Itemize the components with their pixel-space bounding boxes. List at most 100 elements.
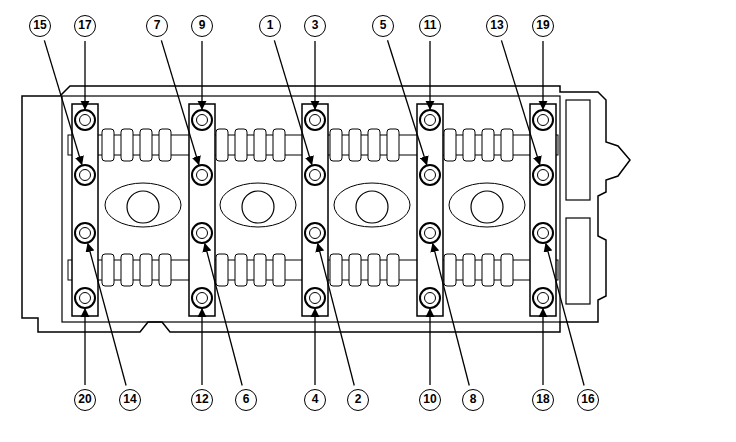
leader-line [433,244,470,386]
bearing-cap [189,104,215,316]
cam-lobe [102,129,114,161]
callout-number: 13 [486,15,508,37]
cam-housing [62,96,560,322]
cam-lobe [216,254,228,286]
cam-lobe [254,129,266,161]
bolt-washer [197,293,208,304]
bolt-head [305,288,325,308]
leader-line [314,41,315,109]
cam-lobe [482,254,494,286]
bolt-washer [80,293,91,304]
bolt-washer [310,228,321,239]
callout-number: 18 [532,389,554,411]
bearing-cap [302,104,328,316]
leader-line [542,309,543,385]
cam-lobe [330,129,342,161]
callout-number: 14 [119,389,141,411]
callout-number: 10 [419,389,441,411]
plug-boss [220,183,296,227]
bolt-head [192,223,212,243]
callout-number: 9 [191,15,213,37]
bolt-head [305,165,325,185]
bolt-washer [310,115,321,126]
cam-lobe [273,129,285,161]
leader-line [161,40,198,164]
plug-boss [105,183,181,227]
leader-line [88,244,126,386]
callout-number: 20 [74,389,96,411]
cam-lobe [387,129,399,161]
bearing-caps [72,104,556,316]
callout-number: 3 [304,15,326,37]
bolt-head [420,110,440,130]
bolt-washer [538,228,549,239]
callout-number: 7 [146,15,168,37]
bolt-head [305,223,325,243]
leader-line [205,244,242,386]
cam-lobe [140,129,152,161]
plug-hole [242,191,274,223]
cam-lobe [330,254,342,286]
bolt-head [533,110,553,130]
callout-number: 17 [74,15,96,37]
cam-lobe [159,129,171,161]
callout-number: 4 [304,389,326,411]
bolt-washer [80,228,91,239]
cam-seal-bottom [566,218,590,304]
cam-lobe [349,129,361,161]
cam-lobe [482,129,494,161]
callout-number: 6 [235,389,257,411]
leader-line [429,41,430,109]
plug-hole [127,191,159,223]
bolt-washer [197,115,208,126]
bolt-washer [538,293,549,304]
cam-lobe [368,254,380,286]
bolt-washer [310,170,321,181]
bolt-washer [425,293,436,304]
leader-line [84,309,85,385]
bolt-head [75,223,95,243]
bearing-cap [417,104,443,316]
cam-lobe [102,254,114,286]
cam-lobe [121,254,133,286]
cam-lobe [444,254,456,286]
bolt-washer [425,115,436,126]
callout-number: 15 [29,15,51,37]
bolt-washer [310,293,321,304]
bolt-washer [538,115,549,126]
bolt-head [192,288,212,308]
cam-lobe [444,129,456,161]
cam-lobe [501,129,513,161]
cam-lobe [349,254,361,286]
bolt-head [75,288,95,308]
cam-lobe [501,254,513,286]
leader-line [314,309,315,385]
cam-seal-top [566,100,590,200]
bolt-washer [425,228,436,239]
bolt-head [192,110,212,130]
cam-lobe [368,129,380,161]
cam-lobe [235,129,247,161]
bolt-washer [80,115,91,126]
plug-boss [449,183,525,227]
cam-lobe [159,254,171,286]
leader-line [546,244,584,386]
cam-lobe [463,129,475,161]
leader-line [44,40,81,164]
cam-lobe [387,254,399,286]
callout-number: 2 [347,389,369,411]
leader-line [274,40,311,164]
leader-line [429,309,430,385]
leader-lines [44,40,584,385]
leader-line [501,40,539,164]
cam-lobe [463,254,475,286]
leader-line [388,40,427,164]
bolt-head [75,110,95,130]
plug-hole [356,191,388,223]
bolt-head [533,288,553,308]
callout-number: 5 [372,15,394,37]
plug-hole [471,191,503,223]
